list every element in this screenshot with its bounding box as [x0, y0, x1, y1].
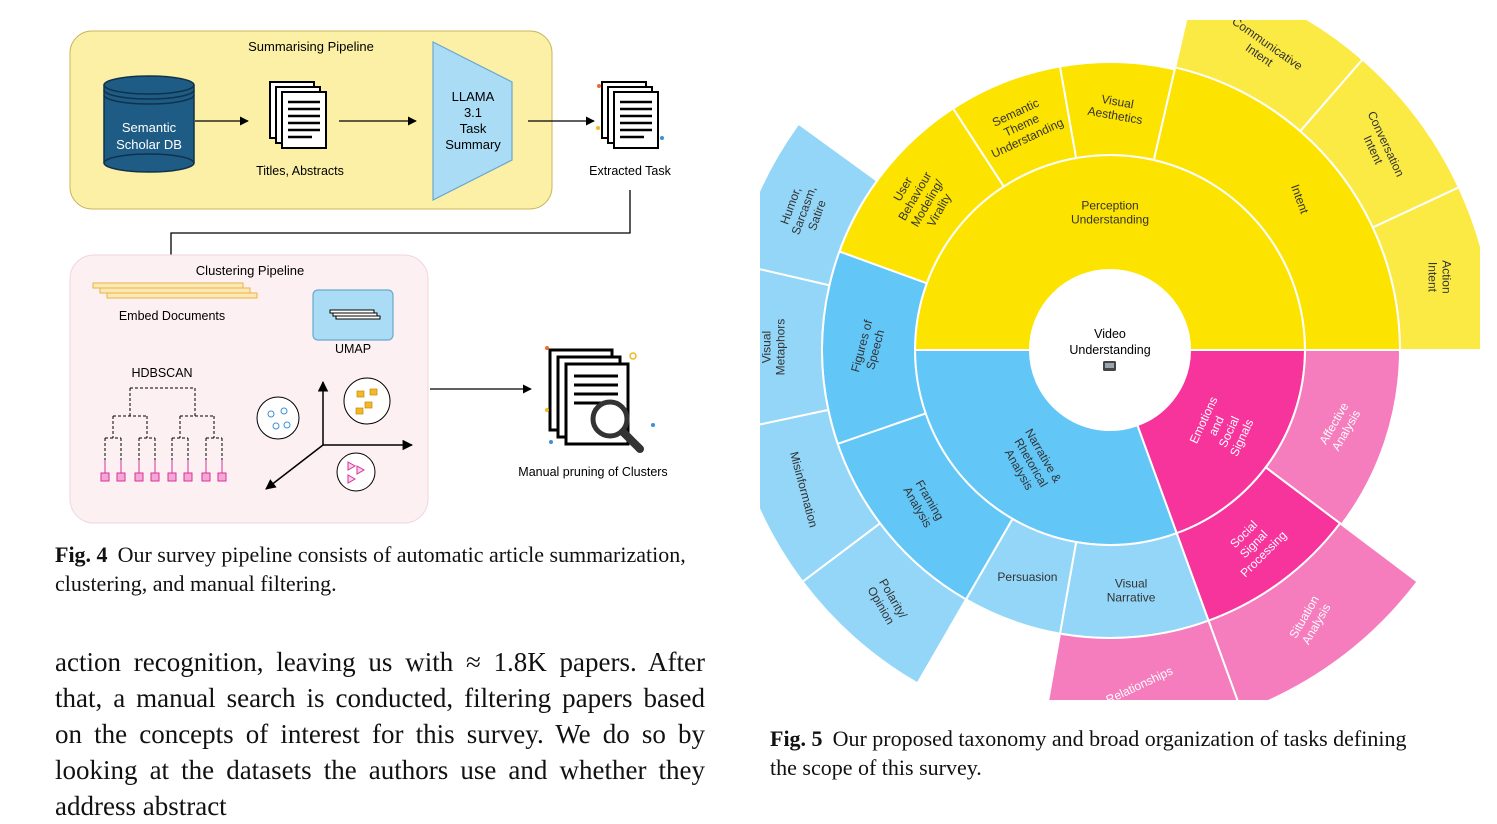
hdbscan-label: HDBSCAN: [131, 366, 192, 380]
label-persuasion: Persuasion: [997, 570, 1057, 584]
db-label-1: Semantic: [122, 120, 177, 135]
manual-pruning-icon: [545, 346, 655, 453]
llama-line-2: 3.1: [464, 105, 482, 120]
figure-4-label: Fig. 4: [55, 542, 108, 567]
label-line: Visual: [1100, 92, 1134, 111]
extracted-task-label: Extracted Task: [589, 164, 672, 178]
pipeline-figure: Summarising Pipeline Semantic Scholar DB…: [69, 30, 672, 524]
sunburst-rings: [760, 20, 1480, 700]
cluster-circles-icon: [256, 377, 391, 492]
segment-action-intent: [1371, 185, 1480, 351]
clustering-title: Clustering Pipeline: [196, 263, 304, 278]
embed-documents-label: Embed Documents: [119, 309, 225, 323]
titles-abstracts-label: Titles, Abstracts: [256, 164, 344, 178]
segment-situation-analysis: [1207, 521, 1419, 700]
cluster-axes-icon: [265, 380, 414, 490]
umap-layers-icon: [329, 309, 381, 320]
db-label-2: Scholar DB: [116, 137, 182, 152]
label-emotions: EmotionsandSocialSignals: [1187, 394, 1259, 463]
summarising-title: Summarising Pipeline: [248, 39, 374, 54]
manual-pruning-label: Manual pruning of Clusters: [518, 465, 667, 479]
dendrogram-icon: [104, 387, 223, 460]
segment-misinformation: [760, 408, 882, 584]
label-line: Visual: [1115, 577, 1147, 591]
body-paragraph: action recognition, leaving us with ≈ 1.…: [55, 647, 705, 821]
figure-5-label: Fig. 5: [770, 726, 823, 751]
label-action-intent: ActionIntent: [1425, 260, 1453, 293]
label-line: Visual: [760, 331, 774, 363]
umap-label: UMAP: [335, 342, 371, 356]
label-line: Intent: [1425, 262, 1439, 293]
llama-line-3: Task: [460, 121, 487, 136]
figure-5-caption-text: Our proposed taxonomy and broad organiza…: [770, 726, 1407, 780]
llama-model-block: [432, 41, 513, 201]
label-visual-metaphors: VisualMetaphors: [760, 319, 788, 376]
segment-visual-metaphors: [760, 268, 831, 426]
center-label-line-2: Understanding: [1069, 343, 1150, 357]
label-line: Narrative: [1107, 591, 1156, 605]
label-line: Understanding: [1071, 213, 1149, 227]
llama-line-4: Summary: [445, 137, 501, 152]
llama-line-1: LLAMA: [452, 89, 495, 104]
embedding-bars-icon: [92, 282, 258, 299]
label-line: Persuasion: [997, 570, 1057, 584]
sunburst-center: [1030, 270, 1190, 430]
database-icon: [103, 75, 195, 173]
segment-humor: [760, 122, 879, 287]
label-line: Metaphors: [774, 319, 788, 376]
documents-icon: [269, 81, 327, 149]
figure-4-caption-text: Our survey pipeline consists of automati…: [55, 542, 686, 596]
segment-relationships: [1047, 619, 1239, 700]
center-label-line-1: Video: [1094, 327, 1126, 341]
extracted-documents-icon: [596, 81, 664, 149]
label-line: Action: [1439, 260, 1453, 293]
film-frame-icon: [1103, 361, 1116, 371]
label-line: Perception: [1081, 199, 1138, 213]
